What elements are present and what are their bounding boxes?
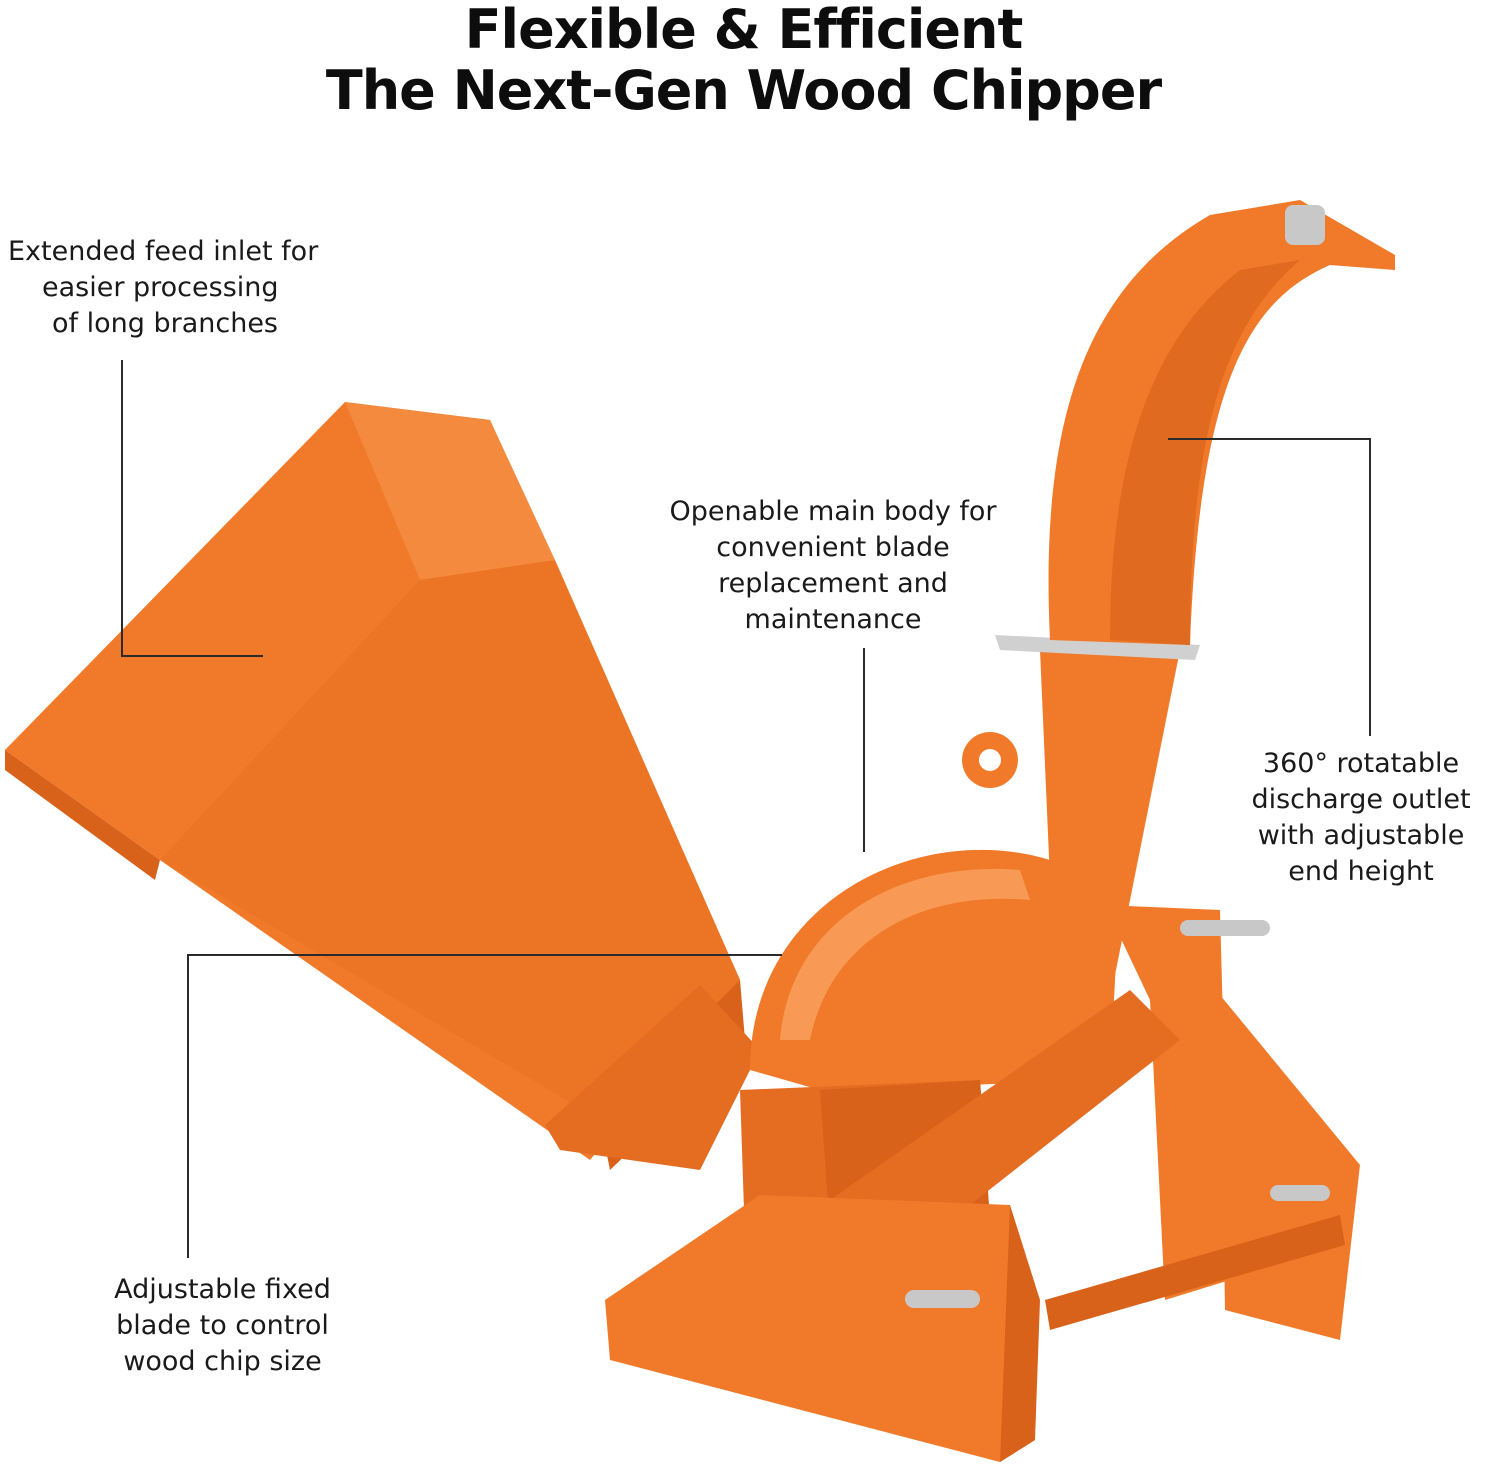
spout-bolt	[1285, 205, 1325, 245]
headline-line-1: Flexible & Efficient	[464, 0, 1024, 61]
feed-hopper-front	[160, 560, 740, 1120]
lead-line-discharge-vertical	[1369, 438, 1371, 736]
callout-main-body: Openable main body for convenient blade …	[648, 494, 1018, 638]
main-body-highlight	[780, 868, 1030, 1040]
callout-discharge-line-2: discharge outlet	[1251, 784, 1471, 815]
discharge-column	[1040, 650, 1180, 1000]
discharge-spout	[1048, 200, 1395, 645]
skid-plate	[605, 1195, 1035, 1462]
callout-feed-inlet-line-2: easier processing	[42, 272, 279, 303]
skid-plate-edge	[1000, 1205, 1040, 1462]
lead-line-fixed-blade-vertical	[187, 954, 189, 1258]
lead-line-discharge-horizontal	[1168, 438, 1370, 440]
hitch-frame-upright	[1105, 905, 1230, 1300]
hitch-crossbar	[1045, 1215, 1345, 1330]
callout-main-body-line-3: replacement and	[718, 568, 948, 599]
callout-main-body-line-2: convenient blade	[716, 532, 950, 563]
hitch-frame-right	[1220, 995, 1360, 1340]
lead-line-fixed-blade-horizontal	[187, 954, 782, 956]
feed-hopper-left-face	[5, 750, 160, 880]
callout-feed-inlet: Extended feed inlet for easier processin…	[8, 234, 318, 342]
callout-feed-inlet-line-1: Extended feed inlet for	[8, 236, 319, 267]
lead-line-feed-inlet-horizontal	[121, 655, 263, 657]
discharge-flange	[995, 635, 1200, 660]
callout-discharge: 360° rotatable discharge outlet with adj…	[1236, 746, 1486, 890]
callout-fixed-blade-line-1: Adjustable fixed	[114, 1274, 331, 1305]
callout-fixed-blade: Adjustable fixed blade to control wood c…	[100, 1272, 345, 1380]
headline-line-2: The Next-Gen Wood Chipper	[325, 59, 1162, 122]
lead-line-feed-inlet-vertical	[121, 360, 123, 657]
callout-feed-inlet-line-3: of long branches	[52, 308, 278, 339]
callout-discharge-line-3: with adjustable	[1257, 820, 1465, 851]
main-body-housing	[750, 849, 1120, 1090]
discharge-spout-shade	[1110, 260, 1300, 645]
callout-fixed-blade-line-3: wood chip size	[123, 1346, 322, 1377]
callout-discharge-line-1: 360° rotatable	[1262, 748, 1460, 779]
feed-hopper-inner	[345, 402, 555, 580]
callout-fixed-blade-line-2: blade to control	[116, 1310, 329, 1341]
hopper-flange	[545, 985, 760, 1170]
hitch-pin-bottom-left	[905, 1290, 980, 1308]
hitch-pin-bottom-right	[1270, 1185, 1330, 1201]
callout-discharge-line-4: end height	[1288, 856, 1434, 887]
callout-main-body-line-4: maintenance	[744, 604, 922, 635]
callout-main-body-line-1: Openable main body for	[669, 496, 997, 527]
lead-line-main-body	[863, 648, 865, 852]
hitch-pin-top	[1180, 920, 1270, 936]
hitch-frame-diagonal	[830, 990, 1180, 1260]
